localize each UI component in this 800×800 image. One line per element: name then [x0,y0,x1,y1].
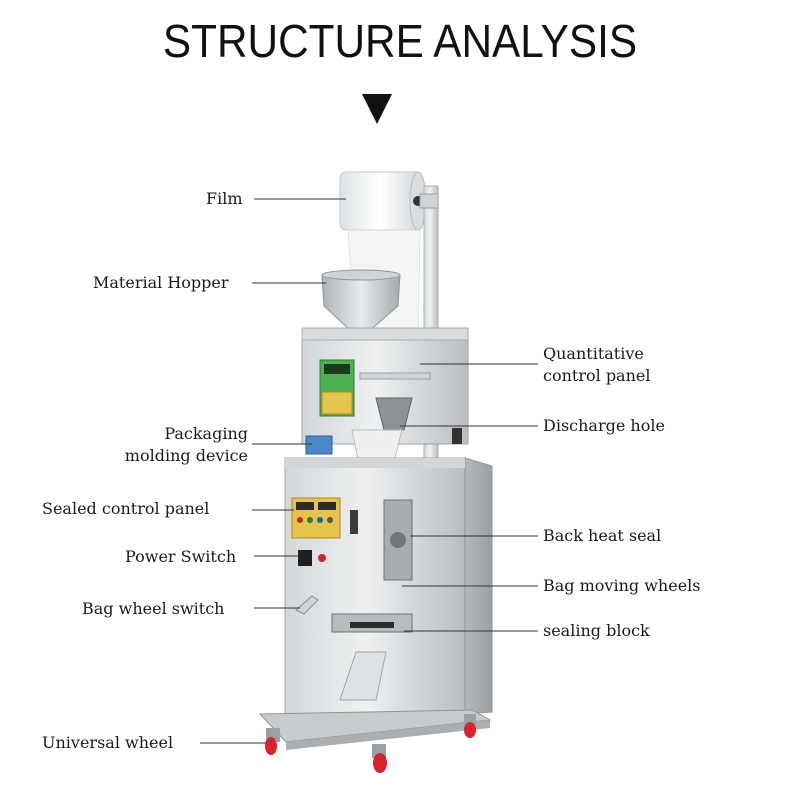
label-packaging-molding-line2: molding device [124,446,248,465]
label-sealed-control-panel: Sealed control panel [42,499,210,518]
label-quantitative-control-panel-line1: Quantitative [543,344,644,363]
label-discharge-hole: Discharge hole [543,416,665,435]
label-packaging-molding-line1: Packaging [164,424,248,443]
label-quantitative-control-panel-line2: control panel [543,366,651,385]
leader-lines [200,198,538,744]
label-bag-moving-wheels: Bag moving wheels [543,576,701,595]
label-back-heat-seal: Back heat seal [543,526,662,545]
label-power-switch: Power Switch [125,547,237,566]
label-material-hopper: Material Hopper [93,273,229,292]
label-bag-wheel-switch: Bag wheel switch [82,599,225,618]
label-film: Film [206,189,243,208]
page-title: STRUCTURE ANALYSIS [162,15,638,67]
universal-wheels [265,714,476,773]
upper-control-box [301,327,469,445]
label-universal-wheel: Universal wheel [42,733,174,752]
down-arrow-icon [362,94,392,124]
label-sealing-block: sealing block [543,621,650,640]
